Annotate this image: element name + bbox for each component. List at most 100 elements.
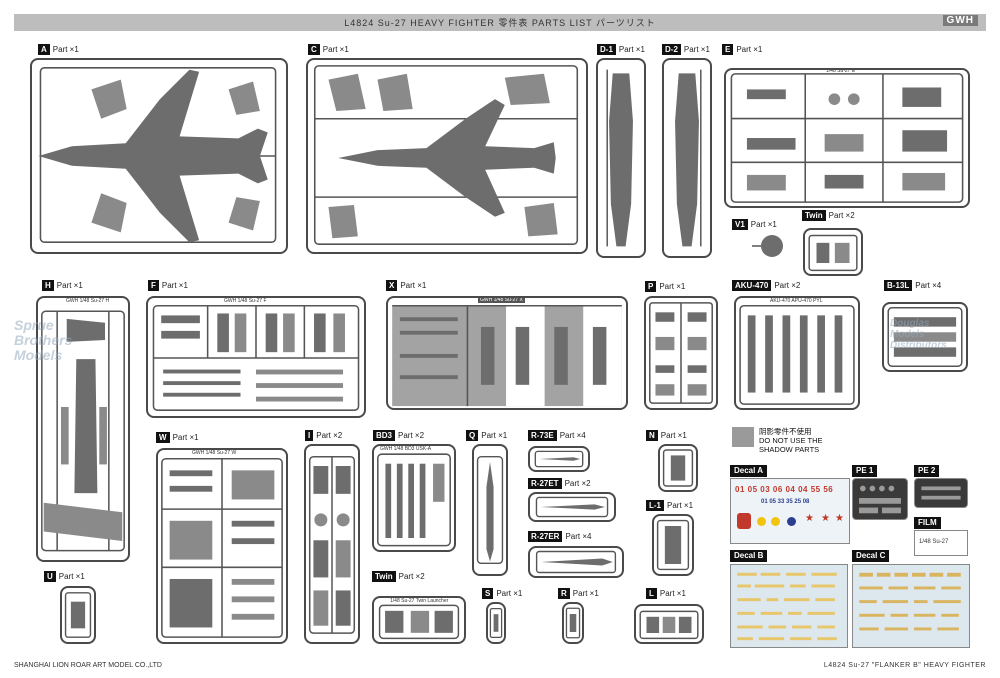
footer-kit: L4824 Su-27 "FLANKER B" HEAVY FIGHTER <box>823 662 986 669</box>
sprue-mark: 1/48 Su-27 E <box>826 68 856 74</box>
sprue-c-drawing <box>313 65 579 245</box>
sprue-twin <box>803 228 863 276</box>
sprue-w-drawing <box>161 457 283 638</box>
sprue-qty: Part ×2 <box>398 431 425 440</box>
sprue-i-drawing <box>308 455 356 634</box>
sprue-n-drawing <box>662 449 694 487</box>
sprue-mark: GWH 1/48 Su-27 X <box>478 297 525 303</box>
sprue-mark: AKU-470 APU-470 PYL <box>770 298 823 304</box>
sprue-qty: Part ×1 <box>683 45 710 54</box>
sprue-tag: S <box>482 588 494 599</box>
sprue-h-drawing <box>41 310 125 552</box>
decal-a-sheet: 01 05 03 06 04 04 55 56 01 05 33 35 25 0… <box>730 478 850 544</box>
sprue-tag: Twin <box>802 210 826 221</box>
watermark-line: Douglas <box>890 318 930 329</box>
shadow-swatch <box>732 427 754 447</box>
page-title: L4824 Su-27 HEAVY FIGHTER 零件表 PARTS LIST… <box>344 18 656 28</box>
decal-a-label: Decal A <box>730 465 768 477</box>
sprue-qty: Part ×1 <box>659 589 686 598</box>
sprue-qty: Part ×1 <box>172 433 199 442</box>
sprue-r <box>562 602 584 644</box>
roundel-icon <box>771 517 780 526</box>
sprue-qty: Part ×2 <box>564 479 591 488</box>
sprue-tag: R-27ER <box>528 531 563 542</box>
sprue-d1-drawing <box>606 69 633 247</box>
sprue-tag: L <box>646 588 657 599</box>
sprue-tag: C <box>308 44 320 55</box>
sprue-s <box>486 602 506 644</box>
star-icon: ★ <box>805 513 814 524</box>
sprue-l <box>634 604 704 644</box>
sprue-r27er-drawing <box>535 550 617 574</box>
sprue-tag: H <box>42 280 54 291</box>
sprue-tag: F <box>148 280 159 291</box>
decal-c-label: Decal C <box>852 550 890 562</box>
film-text: 1/48 Su-27 <box>919 539 949 545</box>
sprue-tag: V1 <box>732 219 748 230</box>
sprue-r27et <box>528 492 616 522</box>
sprue-twin-drawing <box>808 234 858 272</box>
decal-b-drawing <box>737 572 837 641</box>
notice-cn: 阴影零件不使用 <box>759 427 812 436</box>
sprue-qty: Part ×1 <box>659 282 686 291</box>
sprue-qty: Part ×1 <box>481 431 508 440</box>
sprue-tag: AKU-470 <box>732 280 772 291</box>
sprue-l1 <box>652 514 694 576</box>
pe1-drawing <box>859 485 901 514</box>
sprue-bd3-drawing <box>377 453 451 547</box>
sprue-s-drawing <box>489 607 503 639</box>
sprue-qty: Part ×4 <box>915 281 942 290</box>
decal-c-sheet <box>852 564 970 648</box>
sprue-tag: BD3 <box>373 430 396 441</box>
sprue-tag: E <box>722 44 734 55</box>
sprue-tag: U <box>44 571 56 582</box>
sprue-qty: Part ×1 <box>667 501 694 510</box>
decal-b-sheet <box>730 564 848 648</box>
sprue-r-drawing <box>565 607 581 639</box>
sprue-tag: P <box>645 281 657 292</box>
sprue-tag: X <box>386 280 398 291</box>
sprue-c <box>306 58 588 254</box>
sprue-tag: D-1 <box>597 44 616 55</box>
sprue-r73e <box>528 446 590 472</box>
sprue-qty: Part ×1 <box>161 281 188 290</box>
watermark-line: Sprue <box>14 317 54 333</box>
sprue-tag: W <box>156 432 170 443</box>
pe2-fret <box>914 478 968 508</box>
sprue-tag: D-2 <box>662 44 681 55</box>
sprue-f-drawing <box>152 304 360 411</box>
sprue-l-drawing <box>639 610 699 640</box>
sprue-qty: Part ×2 <box>398 572 425 581</box>
sprue-twin-launcher-drawing <box>378 604 460 640</box>
header-bar: L4824 Su-27 HEAVY FIGHTER 零件表 PARTS LIST… <box>14 14 986 31</box>
decal-b-label: Decal B <box>730 550 768 562</box>
sprue-qty: Part ×2 <box>828 211 855 220</box>
sprue-mark: 1/48 Su-27 Twin Launcher <box>390 598 449 604</box>
sprue-f: GWH 1/48 Su-27 F <box>146 296 366 418</box>
sprue-qty: Part ×1 <box>400 281 427 290</box>
sprue-tag: Q <box>466 430 479 441</box>
sprue-e-drawing <box>730 73 964 203</box>
sprue-qty: Part ×1 <box>496 589 523 598</box>
sprue-d2 <box>662 58 712 258</box>
pe1-label: PE 1 <box>852 465 878 477</box>
sprue-mark: GWH 1/48 Su-27 H <box>66 298 110 304</box>
shadow-parts-notice: 阴影零件不使用 DO NOT USE THE SHADOW PARTS <box>732 427 822 454</box>
sprue-tag: N <box>646 430 658 441</box>
sprue-q-drawing <box>476 455 504 565</box>
sprue-mark: GWH 1/48 Su-27 F <box>224 298 267 304</box>
sprue-qty: Part ×2 <box>774 281 801 290</box>
